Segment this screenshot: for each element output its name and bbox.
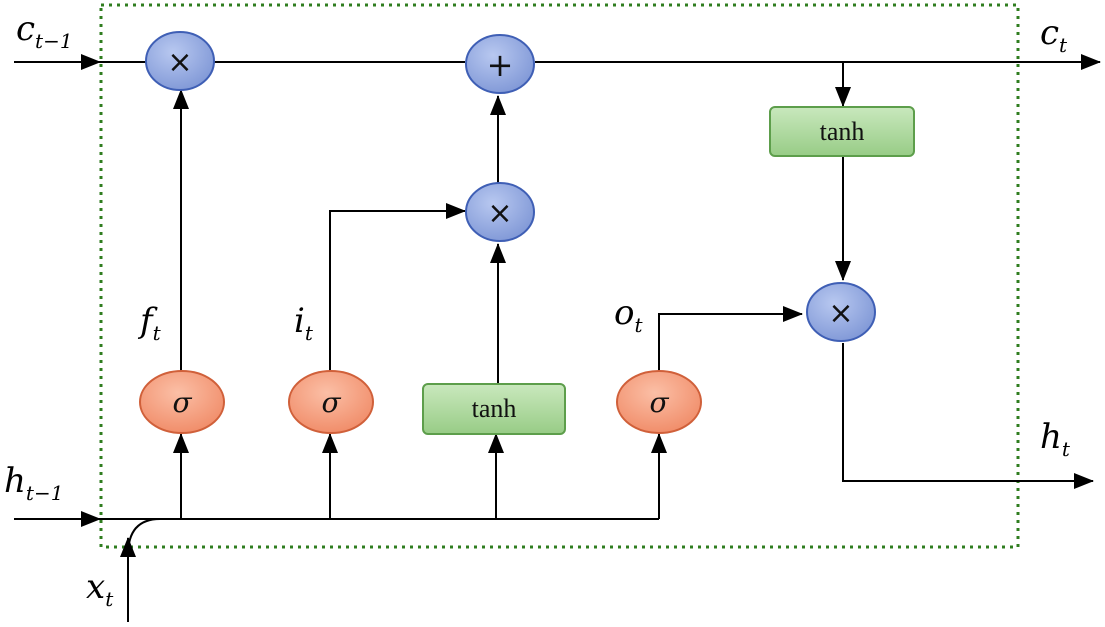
output-gate-label: ot (614, 293, 643, 337)
sigma-symbol: σ (321, 386, 341, 419)
multiply-symbol: × (487, 196, 512, 231)
input-gate-label: it (294, 301, 314, 345)
cell-boundary (99, 3, 1020, 549)
h-prev-label: ht−1 (4, 461, 63, 505)
multiply-symbol: × (167, 45, 192, 80)
x-input-line (127, 518, 161, 622)
x-input-label: xt (86, 567, 114, 611)
forget-gate-sigma: σ (139, 370, 225, 434)
input-gate-line (329, 203, 466, 371)
candidate-tanh-box: tanh (422, 383, 566, 435)
input-gate-sigma: σ (288, 370, 374, 434)
output-multiply-node: × (806, 282, 876, 342)
add-symbol: + (487, 46, 514, 84)
input-multiply-node: × (465, 182, 535, 242)
cell-tanh-box: tanh (769, 106, 915, 157)
add-node: + (465, 34, 535, 94)
c-prev-label: ct−1 (16, 9, 73, 53)
multiply-symbol: × (828, 296, 853, 331)
tanh-label: tanh (820, 117, 865, 146)
tanh-label: tanh (472, 394, 517, 423)
c-next-label: ct (1040, 13, 1068, 57)
sigma-symbol: σ (172, 386, 192, 419)
h-next-label: ht (1040, 417, 1071, 461)
forget-gate-label: ft (137, 301, 162, 345)
forget-multiply-node: × (145, 31, 215, 91)
output-gate-line (658, 306, 803, 373)
output-gate-sigma: σ (616, 370, 702, 434)
hidden-output-line (842, 343, 1094, 489)
sigma-symbol: σ (649, 386, 669, 419)
